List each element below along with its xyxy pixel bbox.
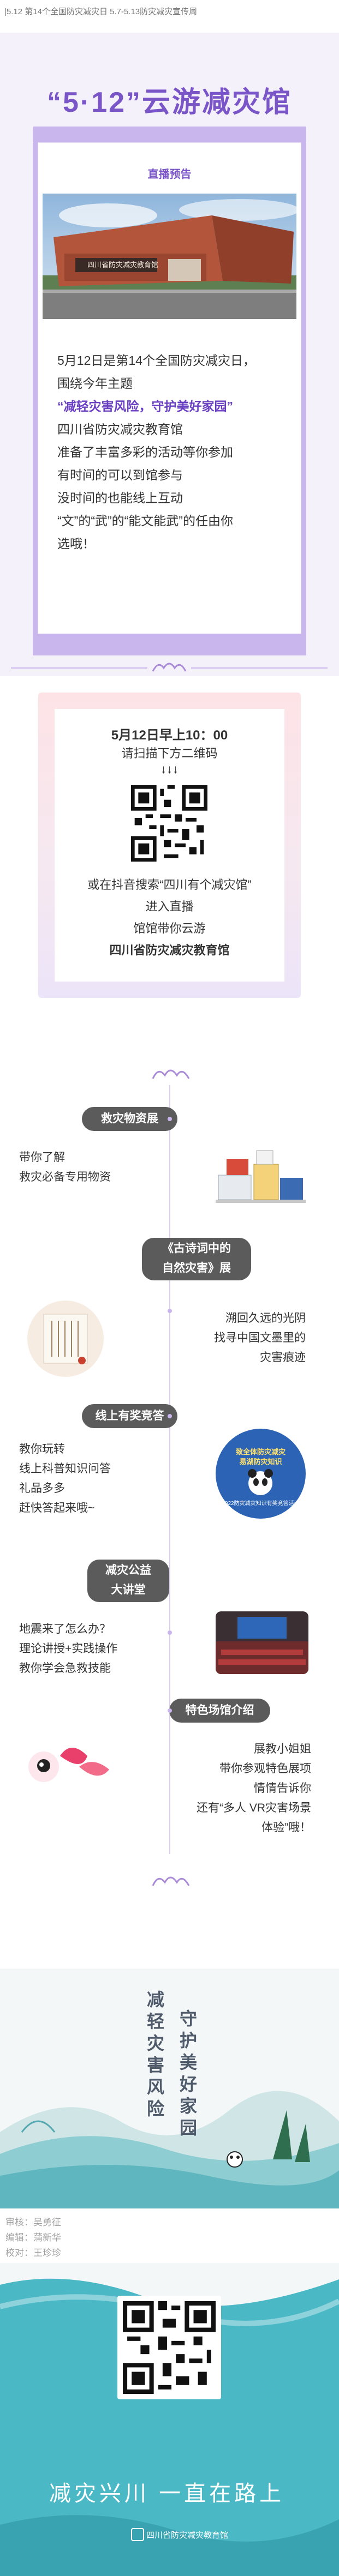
tl-text-lecture: 地震来了怎么办？ 理论讲授+实践操作 教你学会急救技能: [19, 1623, 118, 1675]
footer-org-name: 四川省防灾减灾教育馆: [146, 2531, 229, 2540]
live-time: 5月12日早上10：00: [111, 728, 228, 743]
vertical-slogan-1: 减轻灾害风险: [144, 1990, 165, 2121]
timeline-dot: [168, 1708, 172, 1713]
tl-text-relief-supplies: 带你了解 救灾必备专用物资: [19, 1151, 111, 1183]
tour-guide-image: [22, 1734, 117, 1797]
text-line: “文”的“武”的“能文能武”的任由你: [57, 514, 233, 528]
tl-text-venue-intro: 展教小姐姐 带你参观特色展项 情情告诉你 还有“多人 VR灾害场景 体验”哦！: [197, 1743, 311, 1834]
timeline-line: [169, 1085, 170, 1854]
card-top-band: [33, 127, 306, 143]
timeline-dot: [168, 1117, 172, 1121]
building-sign: 四川省防灾减灾教育馆: [87, 261, 159, 269]
footer-teal-panel: [0, 2263, 339, 2576]
venue-name: 四川省防灾减灾教育馆: [109, 943, 230, 957]
cloud-divider: [0, 657, 339, 679]
text-line: 有时间的可以到馆参与: [57, 468, 183, 482]
timeline-dot: [168, 1630, 172, 1635]
text-line: 选哦！: [57, 537, 95, 551]
tl-pill-quiz: 线上有奖竞答: [82, 1404, 177, 1428]
relief-supplies-image: [216, 1145, 306, 1211]
credit-proofreader: 校对：王珍珍: [5, 2248, 61, 2258]
cloud-divider: [0, 1870, 339, 1892]
scan-tip: 请扫描下方二维码: [121, 747, 218, 760]
credit-editor: 编辑：蒲新华: [5, 2232, 61, 2243]
poster-line: 致全体防灾减灾: [235, 1448, 286, 1456]
tl-text-quiz: 教你玩转 线上科普知识问答 礼品多多 赶快答起来哦~: [19, 1443, 111, 1514]
tl-pill-relief-supplies: 救灾物资展: [82, 1107, 177, 1131]
poster-line: 易湖防灾知识: [239, 1458, 282, 1466]
live-qr-code[interactable]: [131, 785, 207, 862]
tl-pill-venue-intro: 特色场馆介绍: [169, 1699, 270, 1723]
lecture-hall-image: [216, 1611, 308, 1674]
live-preview-label: 直播预告: [147, 168, 192, 180]
text-line: 围绕今年主题: [57, 376, 133, 390]
text-line: 5月12日是第14个全国防灾减灾日，: [57, 353, 255, 368]
card-right-band: [301, 143, 306, 634]
timeline-dot: [168, 1414, 172, 1418]
org-logo-icon: [131, 2528, 144, 2541]
card-left-band: [33, 143, 38, 634]
theme-highlight: “减轻灾害风险，守护美好家园”: [57, 399, 233, 413]
card-bottom-band: [33, 634, 306, 655]
live-info-inner: 5月12日早上10：00 请扫描下方二维码 ↓↓↓ 或在抖音搜索“四川有个减灾馆…: [55, 709, 284, 982]
poetry-exhibit-image: [25, 1298, 106, 1380]
enter-live-tip: 进入直播: [145, 900, 194, 913]
tl-text-poetry-disasters: 溯回久远的光阴 找寻中国文墨里的 灾害痕迹: [214, 1312, 306, 1364]
timeline-dot: [168, 1309, 172, 1313]
vertical-slogan-2: 守护美好家园: [177, 2009, 198, 2140]
quiz-poster-image: 致全体防灾减灾 易湖防灾知识 2022防灾减灾知识有奖竞答活动: [216, 1429, 306, 1519]
footer-qr-code[interactable]: [117, 2296, 221, 2399]
text-line: 没时间的也能线上互动: [57, 491, 183, 505]
header-text: |5.12 第14个全国防灾减灾日 5.7-5.13防灾减灾宣传周: [4, 7, 198, 16]
footer-slogan: 减灾兴川 一直在路上: [49, 2482, 285, 2506]
museum-building-photo: 四川省防灾减灾教育馆: [43, 194, 296, 319]
tl-pill-poetry-disasters: 《古诗词中的 自然灾害》展: [142, 1238, 251, 1280]
tour-tip: 馆馆带你云游: [133, 922, 206, 935]
page-title: “5·12”云游减灾馆: [46, 87, 293, 118]
footer-landscape: 减轻灾害风险 守护美好家园: [0, 1969, 339, 2208]
text-line: 四川省防灾减灾教育馆: [57, 422, 183, 436]
text-line: 准备了丰富多彩的活动等你参加: [57, 445, 233, 459]
credit-reviewer: 审核：吴勇征: [5, 2217, 61, 2228]
announcement-text: 5月12日是第14个全国防灾减灾日， 围绕今年主题 “减轻灾害风险，守护美好家园…: [57, 349, 292, 555]
credits: 审核：吴勇征 编辑：蒲新华 校对：王珍珍: [5, 2215, 61, 2261]
arrows: ↓↓↓: [160, 762, 179, 776]
poster-bottom-text: 2022防灾减灾知识有奖竞答活动: [222, 1501, 300, 1507]
tl-pill-lecture: 减灾公益 大讲堂: [87, 1560, 169, 1602]
cloud-divider: [0, 1063, 339, 1085]
douyin-search-tip: 或在抖音搜索“四川有个减灾馆”: [87, 878, 252, 892]
